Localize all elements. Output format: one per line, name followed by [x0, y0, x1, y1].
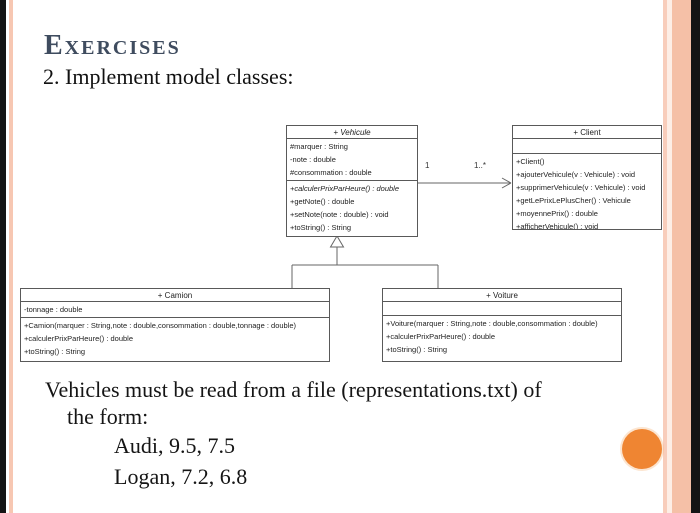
uml-method: +calculerPrixParHeure() : double: [24, 334, 134, 343]
uml-method: +calculerPrixParHeure() : double: [290, 184, 400, 193]
orange-circle-decoration: [622, 429, 662, 469]
uml-method: +calculerPrixParHeure() : double: [386, 332, 496, 341]
uml-class-client: + Client +Client() +ajouterVehicule(v : V…: [512, 125, 662, 230]
uml-method: +Voiture(marquer : String,note : double,…: [386, 319, 598, 328]
uml-method: +getLePrixLePlusCher() : Vehicule: [516, 196, 631, 205]
right-salmon-stripe-thin: [663, 0, 667, 513]
uml-class-vehicule: + Vehicule #marquer : String -note : doub…: [286, 125, 418, 237]
uml-attributes: [383, 301, 621, 316]
body-text-line1: Vehicles must be read from a file (repre…: [45, 377, 542, 402]
uml-method: +setNote(note : double) : void: [290, 210, 389, 219]
uml-method: +getNote() : double: [290, 197, 355, 206]
uml-class-title: + Voiture: [486, 291, 518, 300]
body-text-line2: the form:: [67, 404, 149, 429]
uml-attributes: #marquer : String -note : double #consomma…: [287, 138, 417, 181]
page-subtitle: 2. Implement model classes:: [43, 64, 294, 89]
multiplicity-client-end: 1..*: [474, 161, 487, 170]
file-content-line: Logan, 7.2, 6.8: [114, 464, 248, 489]
uml-method: +afficherVehicule() : void: [516, 222, 599, 230]
uml-class-title: + Client: [573, 128, 601, 137]
uml-method: +toString() : String: [290, 223, 352, 232]
file-content-line: Audi, 9.5, 7.5: [114, 433, 235, 458]
uml-attributes: -tonnage : double: [21, 301, 329, 318]
page-title: Exercises: [44, 30, 181, 61]
uml-class-voiture: + Voiture +Voiture(marquer : String,note…: [382, 288, 622, 362]
uml-method: +supprimerVehicule(v : Vehicule) : void: [516, 183, 646, 192]
uml-class-camion: + Camion -tonnage : double +Camion(marqu…: [20, 288, 330, 362]
uml-method: +toString() : String: [24, 347, 86, 356]
uml-methods: +Voiture(marquer : String,note : double,…: [383, 316, 621, 361]
uml-method: +Client(): [516, 157, 545, 166]
uml-class-title: + Camion: [157, 291, 193, 300]
uml-method: +toString() : String: [386, 345, 448, 354]
right-cream-stripe: [667, 0, 672, 513]
uml-methods: +calculerPrixParHeure() : double +getNote…: [287, 181, 417, 236]
uml-class-title: + Vehicule: [333, 128, 371, 137]
uml-attributes: [513, 138, 661, 154]
uml-method: +moyennePrix() : double: [516, 209, 598, 218]
uml-methods: +Camion(marquer : String,note : double,c…: [21, 318, 329, 361]
right-black-edge: [691, 0, 700, 513]
uml-method: +Camion(marquer : String,note : double,c…: [24, 321, 297, 330]
uml-methods: +Client() +ajouterVehicule(v : Vehicule) …: [513, 154, 661, 230]
uml-method: +ajouterVehicule(v : Vehicule) : void: [516, 170, 636, 179]
right-salmon-stripe-wide: [672, 0, 691, 513]
uml-attribute: #marquer : String: [290, 142, 348, 151]
uml-attribute: -note : double: [290, 155, 336, 164]
uml-attribute: -tonnage : double: [24, 305, 83, 314]
left-salmon-stripe: [9, 0, 13, 513]
left-black-edge: [0, 0, 6, 513]
multiplicity-vehicule-end: 1: [425, 161, 430, 170]
uml-attribute: #consommation : double: [290, 168, 372, 177]
